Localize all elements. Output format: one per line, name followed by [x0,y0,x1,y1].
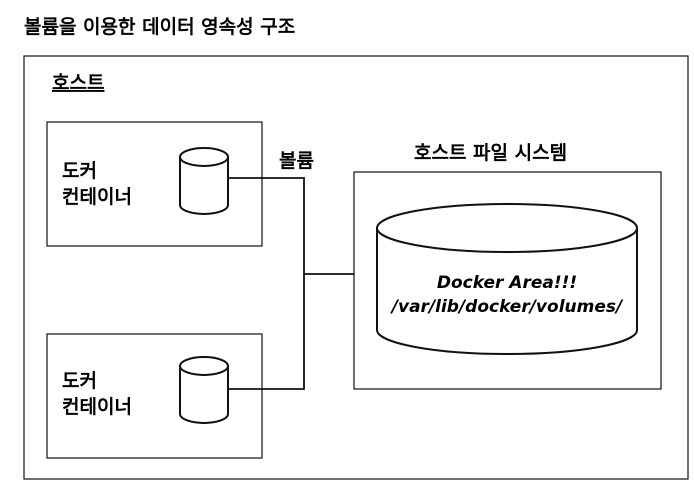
volume-label: 볼륨 [279,150,314,172]
container-box-1 [46,121,263,247]
diagram-title: 볼륨을 이용한 데이터 영속성 구조 [24,16,295,38]
filesystem-label: 호스트 파일 시스템 [414,142,567,164]
container-2-label-line1: 도커 [62,370,97,392]
container-1-label-line2: 컨테이너 [62,186,132,208]
host-label: 호스트 [52,72,104,94]
database-cylinder-icon [179,356,229,424]
docker-area-path: /var/lib/docker/volumes/ [390,297,624,317]
volume-connector-bottom [228,274,305,390]
docker-area-title: Docker Area!!! [437,273,577,293]
docker-area-cylinder-icon [376,203,638,355]
container-2-label-line2: 컨테이너 [62,396,132,418]
volume-connector-top [228,177,305,274]
container-1-label-line1: 도커 [62,160,97,182]
database-cylinder-icon [179,147,229,215]
